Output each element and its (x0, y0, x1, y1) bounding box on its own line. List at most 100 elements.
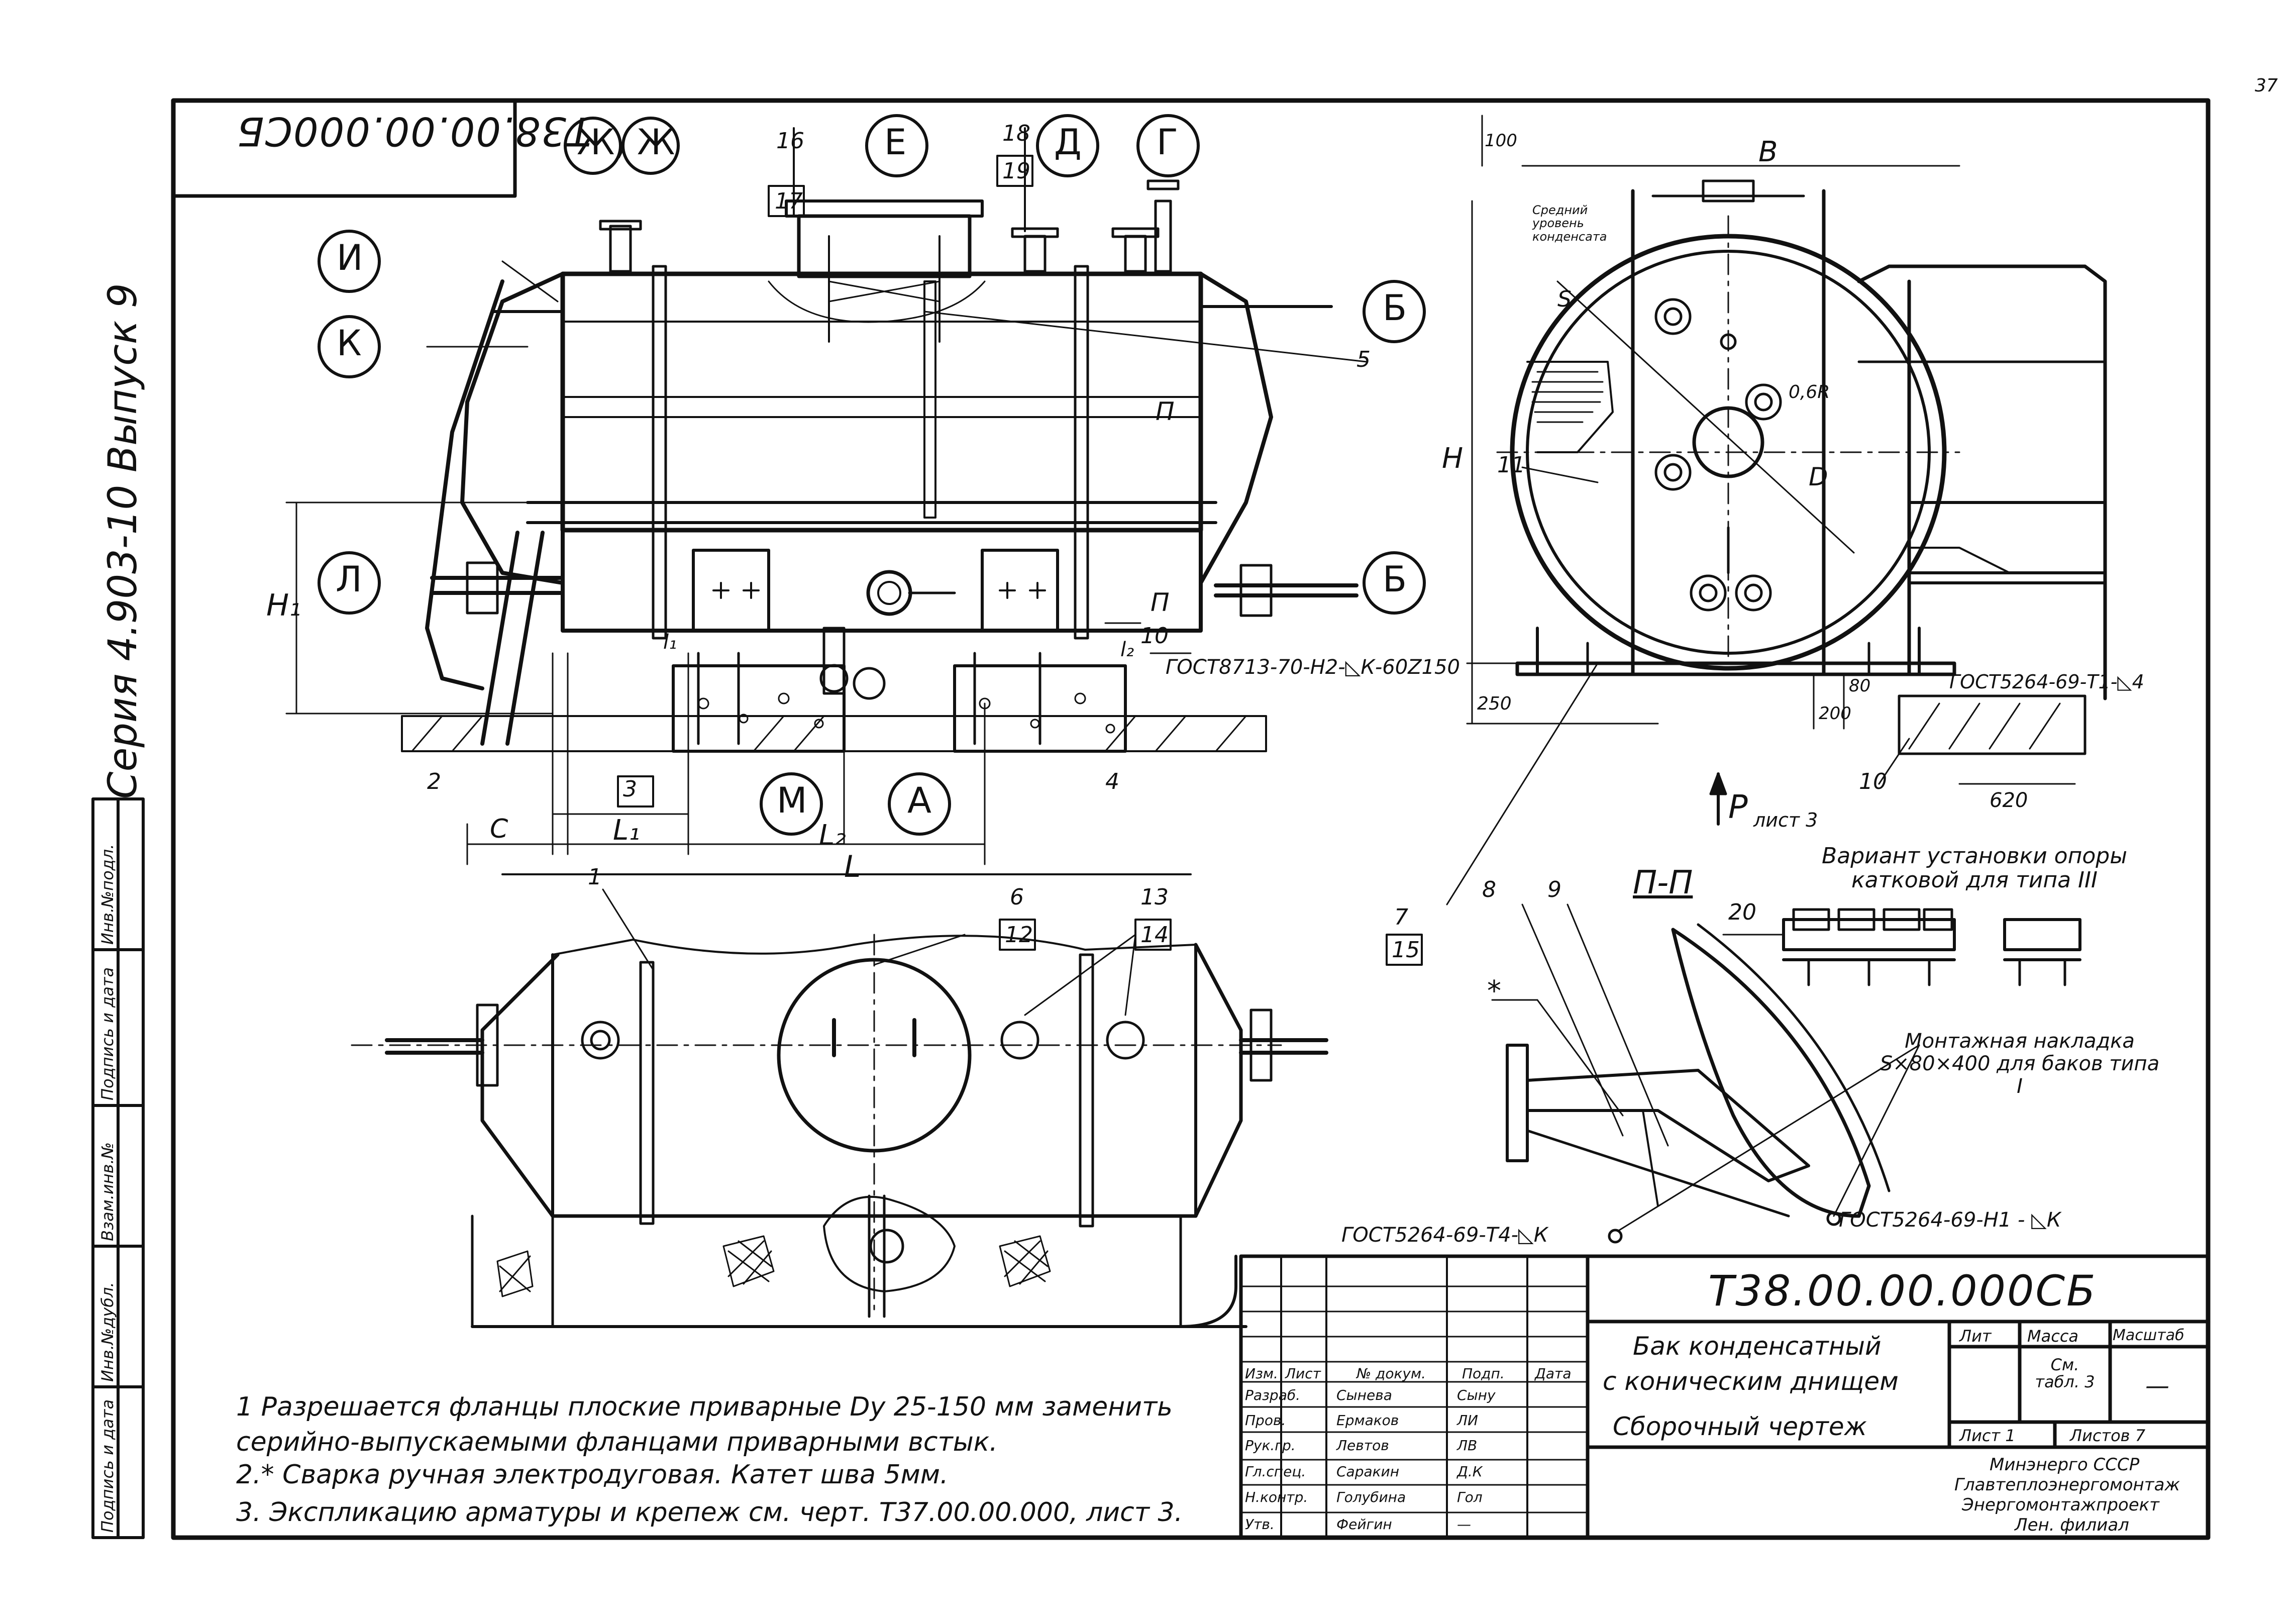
position-boxes (617, 127, 1423, 966)
mount-plate-note: Монтажная накладка S×80×400 для баков ти… (1880, 1030, 2160, 1098)
title-name-2: с коническим днищем (1603, 1367, 1899, 1396)
tb-hdr-date: Дата (1535, 1365, 1572, 1382)
callout-k: К (337, 323, 362, 364)
gost-right-top: ГОСТ5264-69-Т1-◺4 (1949, 671, 2144, 693)
dim-l1: L₁ (613, 814, 640, 847)
pos-7: 7 (1394, 904, 1408, 930)
tb-hdr-list: Лист (1285, 1365, 1321, 1382)
tb-org-1: Минэнерго СССР (1990, 1455, 2140, 1475)
left-stamp (91, 797, 145, 1539)
tb-row-name: Сынева (1336, 1387, 1392, 1403)
pos-15: 15 (1392, 937, 1420, 963)
tb-row-role: Рук.гр. (1245, 1437, 1296, 1454)
tb-row-name: Фейгин (1336, 1516, 1392, 1533)
front-view (285, 179, 1368, 865)
dim-80: 80 (1849, 676, 1871, 696)
tb-hdr-sign: Подп. (1462, 1365, 1505, 1382)
dim-100: 100 (1485, 131, 1517, 151)
tb-row-name: Голубина (1336, 1489, 1406, 1505)
gost-left: ГОСТ8713-70-Н2-◺К-60Z150 (1166, 656, 1460, 679)
series-label: Серия 4.903-10 Выпуск 9 (100, 283, 146, 799)
tb-row-sign: — (1457, 1516, 1471, 1533)
section-title: П-П (1633, 864, 1693, 901)
dim-200: 200 (1819, 703, 1851, 724)
dim-250: 250 (1477, 693, 1512, 714)
pos-6: 6 (1010, 884, 1024, 910)
tb-row-name: Левтов (1336, 1437, 1389, 1454)
dim-star: * (1487, 975, 1501, 1007)
tb-scale-value: — (2145, 1372, 2169, 1400)
pos-9: 9 (1547, 877, 1561, 902)
tb-row-role: Утв. (1245, 1516, 1275, 1533)
callout-circles (318, 114, 1426, 836)
tb-sheets: Листов 7 (2070, 1426, 2146, 1445)
pos-14: 14 (1140, 922, 1169, 948)
view-arrow-sheet: лист 3 (1753, 809, 1818, 831)
title-block-code: Т38.00.00.000СБ (1708, 1266, 2097, 1316)
title-name-1: Бак конденсатный (1633, 1332, 1882, 1361)
pos-16: 16 (776, 128, 804, 154)
tb-mass-value: См. табл. 3 (2035, 1355, 2095, 1391)
pos-10-front: 10 (1140, 623, 1169, 649)
tb-row-sign: ЛИ (1457, 1412, 1478, 1429)
dim-h: H (1442, 442, 1464, 475)
page-number: 37 (2255, 75, 2278, 96)
pos-3: 3 (623, 776, 637, 802)
stamp-label-3: Взам.инв.№ (98, 1142, 117, 1241)
note-3: 3. Экспликацию арматуры и крепеж см. чер… (236, 1497, 1183, 1528)
top-rotated-code: Т38.00.00.000СБ (236, 108, 591, 153)
pos-19: 19 (1002, 158, 1030, 184)
dim-d: D (1809, 462, 1828, 491)
top-code-box (171, 98, 517, 198)
dim-h1: H₁ (266, 588, 301, 623)
tb-col-lit: Лит (1959, 1327, 1992, 1346)
note-1: 1 Разрешается фланцы плоские приварные D… (236, 1392, 1173, 1458)
pos-2: 2 (427, 769, 441, 794)
pos-5: 5 (1356, 347, 1371, 372)
gost-bottom-right: ГОСТ5264-69-Н1 - ◺К (1839, 1208, 2061, 1232)
tb-org-2: Главтеплоэнергомонтаж (1954, 1475, 2180, 1495)
dim-c: C (490, 814, 508, 844)
stamp-label-1: Инв.№подл. (98, 844, 117, 945)
tb-hdr-izm: Изм. (1245, 1365, 1278, 1382)
pos-11: 11 (1497, 452, 1525, 478)
callout-zh1: Ж, (577, 122, 626, 163)
stamp-label-5: Подпись и дата (98, 1399, 117, 1533)
callout-a: А (907, 780, 931, 821)
tb-row-sign: Сыну (1457, 1387, 1496, 1403)
tb-hdr-doc: № докум. (1356, 1365, 1426, 1382)
side-view (1446, 115, 2107, 905)
note-2: 2.* Сварка ручная электродуговая. Катет … (236, 1460, 949, 1490)
level-note: Средний уровень конденсата (1532, 203, 1607, 244)
tb-org-3: Энергомонтажпроект (1962, 1495, 2159, 1515)
dim-620: 620 (1990, 789, 2028, 812)
pos-12: 12 (1005, 922, 1033, 948)
callout-d: Д (1054, 122, 1082, 163)
dim-s: S (1557, 286, 1572, 312)
pos-4: 4 (1105, 769, 1119, 794)
dim-06r: 0,6R (1789, 382, 1830, 402)
callout-zh: Ж (637, 122, 675, 163)
title-block (1239, 1254, 2210, 1540)
pos-13: 13 (1140, 884, 1169, 910)
plan-view (351, 873, 1328, 1328)
pos-17: 17 (775, 188, 803, 214)
stamp-label-4: Инв.№дубл. (98, 1282, 117, 1382)
pos-8: 8 (1482, 877, 1496, 902)
tb-col-scale: Масштаб (2113, 1327, 2184, 1344)
tb-row-role: Гл.спец. (1245, 1463, 1306, 1480)
callout-i: И (337, 237, 363, 278)
tb-row-role: Разраб. (1245, 1387, 1301, 1403)
section-view (1491, 903, 2081, 1244)
tb-row-sign: Гол (1457, 1489, 1483, 1505)
tb-row-name: Саракин (1336, 1463, 1400, 1480)
section-mark-p2: П (1151, 588, 1170, 617)
callout-l: Л (336, 559, 362, 600)
dim-l-small-1: l₁ (663, 631, 677, 654)
dim-l-small-2: l₂ (1120, 638, 1134, 661)
tb-row-sign: ЛВ (1457, 1437, 1478, 1454)
tb-row-name: Ермаков (1336, 1412, 1399, 1429)
callout-b-top: Б (1383, 287, 1407, 329)
